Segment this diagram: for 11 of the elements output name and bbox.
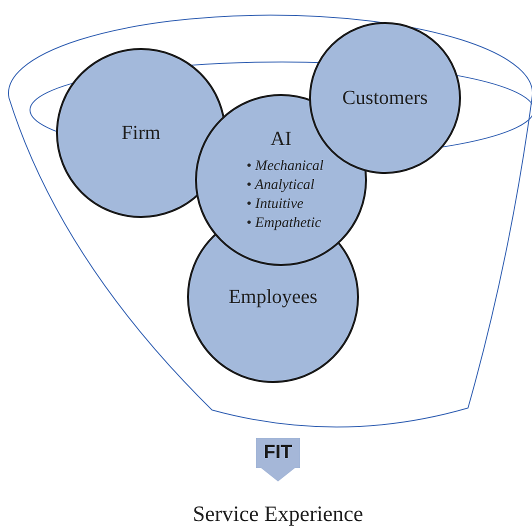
outcome-label: Service Experience xyxy=(150,500,406,528)
node-title: Customers xyxy=(342,86,428,110)
list-item: • Intuitive xyxy=(246,194,304,214)
edge-label: FIT xyxy=(262,442,294,464)
list-item: • Empathetic xyxy=(246,214,322,232)
node-title: AI xyxy=(270,128,292,150)
node-title: Firm xyxy=(122,122,160,144)
node-title: Employees xyxy=(228,286,318,308)
list-item: • Mechanical xyxy=(246,156,324,176)
list-item: • Analytical xyxy=(246,176,316,194)
block-arrow xyxy=(256,438,300,482)
